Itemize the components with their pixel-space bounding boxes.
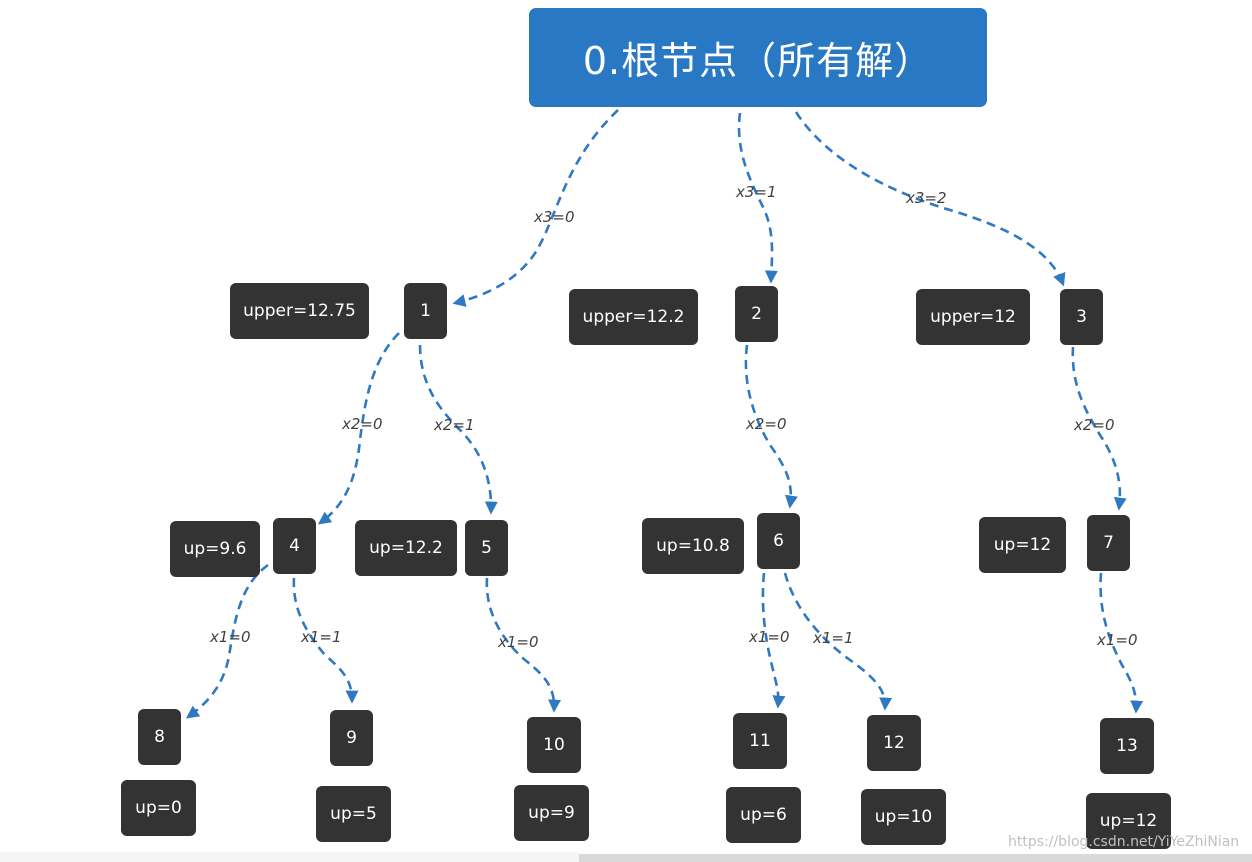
bound-node-9: up=5 — [316, 786, 391, 842]
node-9: 9 — [330, 710, 373, 766]
edge-6-11 — [761, 572, 786, 709]
bottom-strip — [0, 852, 579, 862]
edge-label-root-3: x3=2 — [905, 189, 947, 207]
bound-node-5: up=12.2 — [355, 520, 457, 576]
edge-label-root-1: x3=0 — [533, 208, 575, 226]
edge-label-4-8: x1=0 — [209, 628, 251, 646]
bound-node-6: up=10.8 — [642, 518, 744, 574]
node-10: 10 — [527, 717, 581, 773]
node-3: 3 — [1060, 289, 1103, 345]
node-7: 7 — [1087, 515, 1130, 571]
edge-1-5 — [418, 344, 498, 515]
edge-6-12 — [783, 572, 893, 711]
edge-2-6 — [744, 344, 798, 509]
bound-node-13: up=12 — [1086, 793, 1171, 849]
edge-3-7 — [1071, 346, 1127, 511]
edge-7-13 — [1099, 572, 1144, 714]
edge-label-1-5: x2=1 — [433, 416, 475, 434]
node-2: 2 — [735, 286, 778, 342]
edge-label-6-12: x1=1 — [812, 629, 854, 647]
horizontal-scrollbar[interactable] — [579, 854, 1252, 862]
bound-node-12: up=10 — [861, 789, 946, 845]
edge-label-2-6: x2=0 — [745, 415, 787, 433]
edge-root-1 — [452, 109, 619, 307]
edge-1-4 — [317, 332, 400, 525]
bound-node-1: upper=12.75 — [230, 283, 369, 339]
edge-4-9 — [292, 577, 359, 704]
edge-label-4-9: x1=1 — [300, 628, 342, 646]
node-5: 5 — [465, 520, 508, 576]
edge-root-2 — [737, 112, 778, 284]
node-1: 1 — [404, 283, 447, 339]
bound-node-7: up=12 — [979, 517, 1066, 573]
edge-root-3 — [794, 111, 1066, 287]
edge-4-8 — [185, 563, 269, 719]
bound-node-8: up=0 — [121, 780, 196, 836]
node-11: 11 — [733, 713, 787, 769]
node-13: 13 — [1100, 718, 1154, 774]
edge-label-1-4: x2=0 — [341, 415, 383, 433]
bound-node-11: up=6 — [726, 787, 801, 843]
edge-5-10 — [485, 577, 562, 713]
edge-label-7-13: x1=0 — [1096, 631, 1138, 649]
edge-label-3-7: x2=0 — [1073, 416, 1115, 434]
bound-node-2: upper=12.2 — [569, 289, 698, 345]
bound-node-10: up=9 — [514, 785, 589, 841]
edge-label-5-10: x1=0 — [497, 633, 539, 651]
node-8: 8 — [138, 709, 181, 765]
node-12: 12 — [867, 715, 921, 771]
watermark: https://blog.csdn.net/YiYeZhiNian — [1008, 834, 1240, 850]
edge-label-root-2: x3=1 — [735, 183, 777, 201]
edge-label-6-11: x1=0 — [748, 628, 790, 646]
bound-node-3: upper=12 — [916, 289, 1030, 345]
node-4: 4 — [273, 518, 316, 574]
node-6: 6 — [757, 513, 800, 569]
bound-node-4: up=9.6 — [170, 521, 260, 577]
root-node: 0.根节点（所有解） — [529, 8, 987, 107]
